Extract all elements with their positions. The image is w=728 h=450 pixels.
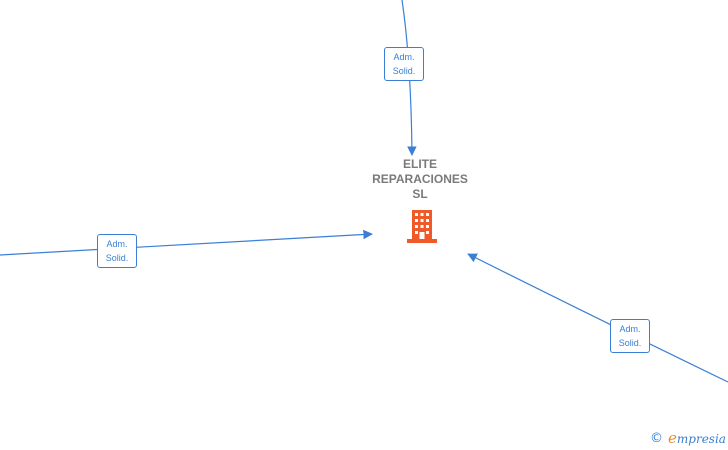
edge-left[interactable] (0, 229, 373, 256)
relation-label-top[interactable]: Adm. Solid. (384, 47, 424, 81)
relation-label-line1: Adm. (393, 52, 415, 62)
brand-rest: mpresia (676, 432, 726, 446)
footer-brand: © empresia (650, 429, 726, 447)
brand-initial: e (668, 429, 677, 447)
company-name-line1: ELITE (402, 157, 437, 171)
relation-label-line2: Solid. (392, 66, 416, 76)
edge-bottom-right[interactable] (467, 253, 728, 383)
relation-label-line2: Solid. (618, 338, 642, 348)
relation-label-line1: Adm. (619, 324, 641, 334)
relation-label-line2: Solid. (105, 253, 129, 263)
empresia-logo[interactable]: empresia (668, 429, 726, 447)
relation-label-left[interactable]: Adm. Solid. (97, 234, 137, 268)
relation-label-line1: Adm. (106, 239, 128, 249)
building-icon[interactable] (406, 209, 438, 243)
copyright-icon: © (650, 430, 663, 446)
company-name-line2: REPARACIONES (372, 172, 468, 186)
company-name-line3: SL (412, 187, 428, 201)
company-name[interactable]: ELITE REPARACIONES SL (348, 157, 492, 202)
relation-label-bottom-right[interactable]: Adm. Solid. (610, 319, 650, 353)
